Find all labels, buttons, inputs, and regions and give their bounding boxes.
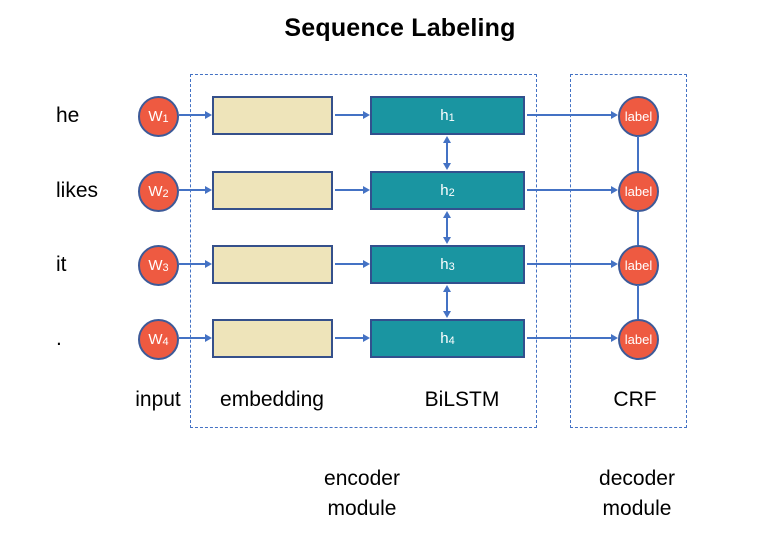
bidirectional-arrow-h3-h4: [443, 285, 451, 318]
embedding-box: [212, 96, 333, 135]
w-node-text: W: [148, 183, 163, 200]
label-node-text: label: [624, 332, 653, 347]
h-box-text: h: [440, 107, 449, 124]
embedding-box: [212, 171, 333, 210]
label-node: label: [618, 171, 659, 212]
decoder-module-label: decoder module: [557, 464, 717, 524]
label-node-text: label: [624, 258, 653, 273]
arrow-embedding-to-bilstm: [335, 186, 370, 194]
word-label: it: [56, 253, 67, 276]
label-connector-line: [637, 211, 639, 245]
encoder-module-label-line1: encoder: [324, 467, 400, 490]
encoder-module-label-line2: module: [327, 497, 397, 520]
label-connector-line: [637, 136, 639, 171]
embedding-box: [212, 245, 333, 284]
h-box-text: h: [440, 182, 449, 199]
h-box-text: h: [440, 256, 449, 273]
word-label: likes: [56, 179, 99, 202]
arrow-bilstm-to-label: [527, 186, 618, 194]
decoder-module-label-line1: decoder: [599, 467, 675, 490]
arrow-embedding-to-bilstm: [335, 260, 370, 268]
word-label: he: [56, 104, 80, 127]
word-label: .: [56, 327, 62, 350]
h-box-text: h: [440, 330, 449, 347]
arrow-input-to-embedding: [179, 111, 212, 119]
arrow-bilstm-to-label: [527, 260, 618, 268]
w-node-text: W: [148, 108, 163, 125]
arrow-bilstm-to-label: [527, 111, 618, 119]
arrow-embedding-to-bilstm: [335, 111, 370, 119]
arrow-input-to-embedding: [179, 334, 212, 342]
bidirectional-arrow-h1-h2: [443, 136, 451, 170]
label-node-text: label: [624, 184, 653, 199]
embedding-box: [212, 319, 333, 358]
bidirectional-arrow-h2-h3: [443, 211, 451, 244]
column-label-crf: CRF: [613, 388, 657, 411]
arrow-embedding-to-bilstm: [335, 334, 370, 342]
diagram-title: Sequence Labeling: [284, 14, 516, 42]
arrow-bilstm-to-label: [527, 334, 618, 342]
label-node-text: label: [624, 109, 653, 124]
w-node-text: W: [148, 257, 163, 274]
arrow-input-to-embedding: [179, 260, 212, 268]
label-node: label: [618, 245, 659, 286]
column-label-embedding: embedding: [220, 388, 324, 411]
w-node-text: W: [148, 331, 163, 348]
column-label-bilstm: BiLSTM: [424, 388, 500, 411]
arrow-input-to-embedding: [179, 186, 212, 194]
decoder-module-box: [570, 74, 687, 428]
decoder-module-label-line2: module: [602, 497, 672, 520]
label-node: label: [618, 319, 659, 360]
encoder-module-box: [190, 74, 537, 428]
label-connector-line: [637, 285, 639, 319]
column-label-input: input: [135, 388, 181, 411]
encoder-module-label: encoder module: [282, 464, 442, 524]
label-node: label: [618, 96, 659, 137]
